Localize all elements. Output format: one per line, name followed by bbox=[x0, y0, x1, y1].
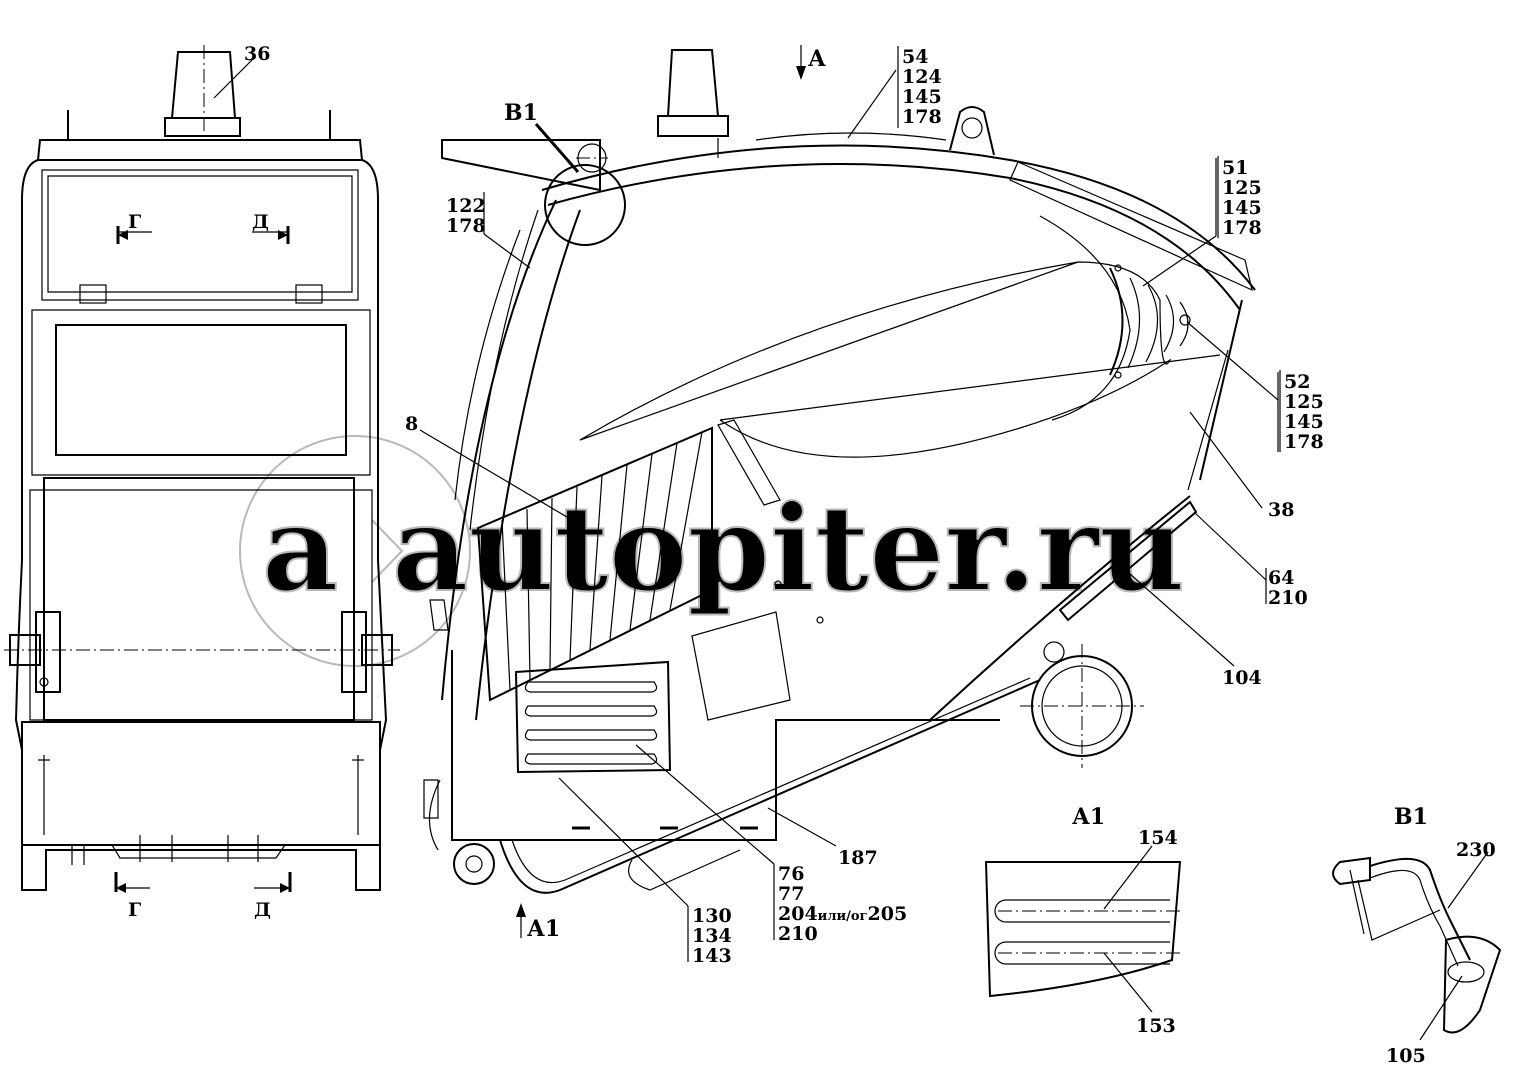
front-view bbox=[4, 45, 400, 893]
part-153: 153 bbox=[1136, 1015, 1176, 1037]
watermark: a autopiter.ru bbox=[239, 435, 1186, 667]
part-187: 187 bbox=[838, 847, 878, 869]
part-145: 145 bbox=[902, 86, 942, 108]
view-b1-callout: В1 bbox=[504, 100, 538, 126]
section-g-bottom: Г bbox=[128, 899, 141, 921]
label-group-130: 130 134 143 bbox=[692, 905, 732, 967]
part-105: 105 bbox=[1386, 1045, 1426, 1067]
part-54: 54 bbox=[902, 46, 928, 68]
watermark-mark: a bbox=[262, 479, 338, 618]
part-51: 51 bbox=[1222, 157, 1248, 179]
part-64: 64 bbox=[1268, 567, 1294, 589]
part-210: 210 bbox=[1268, 587, 1308, 609]
label-group-52: 52 125 145 178 bbox=[1279, 370, 1324, 453]
part-124: 124 bbox=[902, 66, 942, 88]
detail-b1 bbox=[1332, 851, 1502, 1041]
part-labels: 36 8 38 104 187 154 153 230 105 54 124 1… bbox=[244, 43, 1496, 1067]
section-d-top: Д bbox=[252, 211, 269, 233]
part-178: 178 bbox=[902, 106, 942, 128]
arrow-a1-label: А1 bbox=[527, 916, 560, 942]
label-group-54: 54 124 145 178 bbox=[897, 46, 942, 128]
part-154: 154 bbox=[1138, 827, 1178, 849]
part-36: 36 bbox=[244, 43, 270, 65]
detail-a1-title: А1 bbox=[1072, 804, 1105, 830]
label-group-51: 51 125 145 178 bbox=[1217, 156, 1262, 239]
part-125: 125 bbox=[1284, 391, 1324, 413]
label-group-64: 64 210 bbox=[1268, 567, 1308, 609]
part-178: 178 bbox=[1284, 431, 1324, 453]
arrow-a-label: А bbox=[808, 46, 826, 72]
part-76: 76 bbox=[778, 863, 804, 885]
part-210: 210 bbox=[778, 923, 818, 945]
part-130: 130 bbox=[692, 905, 732, 927]
part-178: 178 bbox=[1222, 217, 1262, 239]
part-230: 230 bbox=[1456, 839, 1496, 861]
part-204-or-205: 204или/ог205 bbox=[778, 903, 907, 925]
part-143: 143 bbox=[692, 945, 732, 967]
part-178: 178 bbox=[446, 215, 486, 237]
detail-a1 bbox=[984, 845, 1184, 1013]
part-145: 145 bbox=[1222, 197, 1262, 219]
view-titles: В1 А А1 А1 В1 Г Д Г Д bbox=[128, 46, 1428, 942]
watermark-text: autopiter.ru bbox=[392, 479, 1185, 618]
detail-b1-title: В1 bbox=[1394, 804, 1428, 830]
side-view bbox=[423, 45, 1256, 938]
part-104: 104 bbox=[1222, 667, 1262, 689]
section-g-top: Г bbox=[128, 211, 141, 233]
part-77: 77 bbox=[778, 883, 804, 905]
part-125: 125 bbox=[1222, 177, 1262, 199]
part-134: 134 bbox=[692, 925, 732, 947]
part-122: 122 bbox=[446, 195, 486, 217]
label-group-76: 76 77 204или/ог205 210 bbox=[778, 863, 907, 945]
leader-lines bbox=[419, 69, 1279, 962]
section-d-bottom: Д bbox=[254, 899, 271, 921]
label-group-122: 122 178 bbox=[446, 195, 486, 237]
part-52: 52 bbox=[1284, 371, 1310, 393]
part-145: 145 bbox=[1284, 411, 1324, 433]
part-38: 38 bbox=[1268, 499, 1294, 521]
part-8: 8 bbox=[405, 413, 418, 435]
